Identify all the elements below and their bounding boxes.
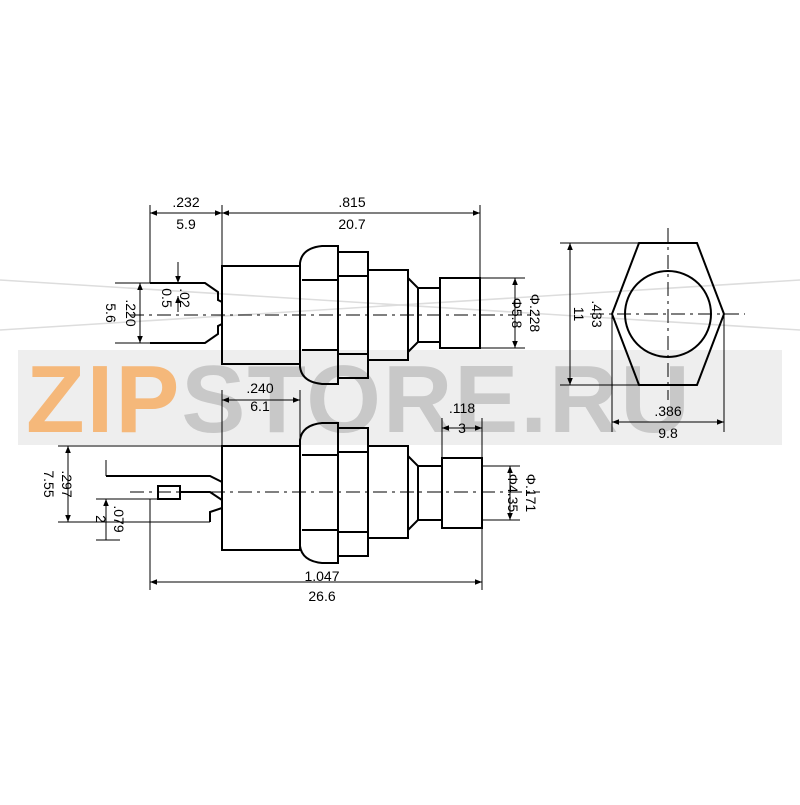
- dim-flange-mm: 6.1: [250, 398, 270, 414]
- top-view-dimensions: [115, 205, 525, 349]
- dim-hex-height-mm: 11: [571, 307, 587, 322]
- side-view: [106, 422, 540, 564]
- dim-top-diameter-in: Φ.228: [527, 294, 543, 333]
- dim-tip-mm: 3: [458, 420, 466, 436]
- dim-top-left-mm: 5.9: [176, 216, 196, 232]
- dim-pin-span-in: .220: [123, 299, 139, 326]
- top-view: [130, 245, 540, 385]
- hex-dimensions: [560, 242, 725, 432]
- dim-tab-in: .079: [111, 505, 127, 532]
- dim-top-total-in: .815: [338, 194, 365, 210]
- dim-pin-gap-mm: 0.5: [159, 288, 175, 308]
- dim-top-diameter-mm: Φ5.8: [509, 298, 525, 329]
- dim-overall-in: 1.047: [304, 568, 339, 584]
- watermark: ZIPSTORE.RU: [0, 279, 800, 453]
- dim-bottom-diameter-mm: Φ4.35: [505, 474, 521, 513]
- watermark-text: ZIPSTORE.RU: [26, 346, 692, 453]
- dim-bottom-diameter-in: Φ.171: [523, 474, 539, 513]
- dim-overall-mm: 26.6: [308, 588, 335, 604]
- dim-hex-height-in: .433: [589, 300, 605, 327]
- dim-top-total-mm: 20.7: [338, 216, 365, 232]
- watermark-band: [18, 350, 782, 445]
- dim-tip-in: .118: [449, 400, 475, 416]
- dim-left-height-in: .297: [59, 470, 75, 497]
- side-view-dimensions: [58, 390, 520, 590]
- dim-hex-width-in: .386: [654, 403, 681, 419]
- dim-pin-span-mm: 5.6: [103, 303, 119, 323]
- dim-left-height-mm: 7.55: [41, 470, 57, 497]
- dim-top-left-in: .232: [172, 194, 199, 210]
- dim-hex-width-mm: 9.8: [658, 425, 678, 441]
- dim-flange-in: .240: [246, 380, 273, 396]
- dimension-labels: .232 5.9 .815 20.7 .220 5.6 .02 0.5 Φ.22…: [41, 194, 682, 604]
- dim-tab-mm: 2: [93, 515, 109, 523]
- dim-pin-gap-in: .02: [177, 288, 193, 308]
- watermark-part-zip: ZIP: [26, 346, 181, 453]
